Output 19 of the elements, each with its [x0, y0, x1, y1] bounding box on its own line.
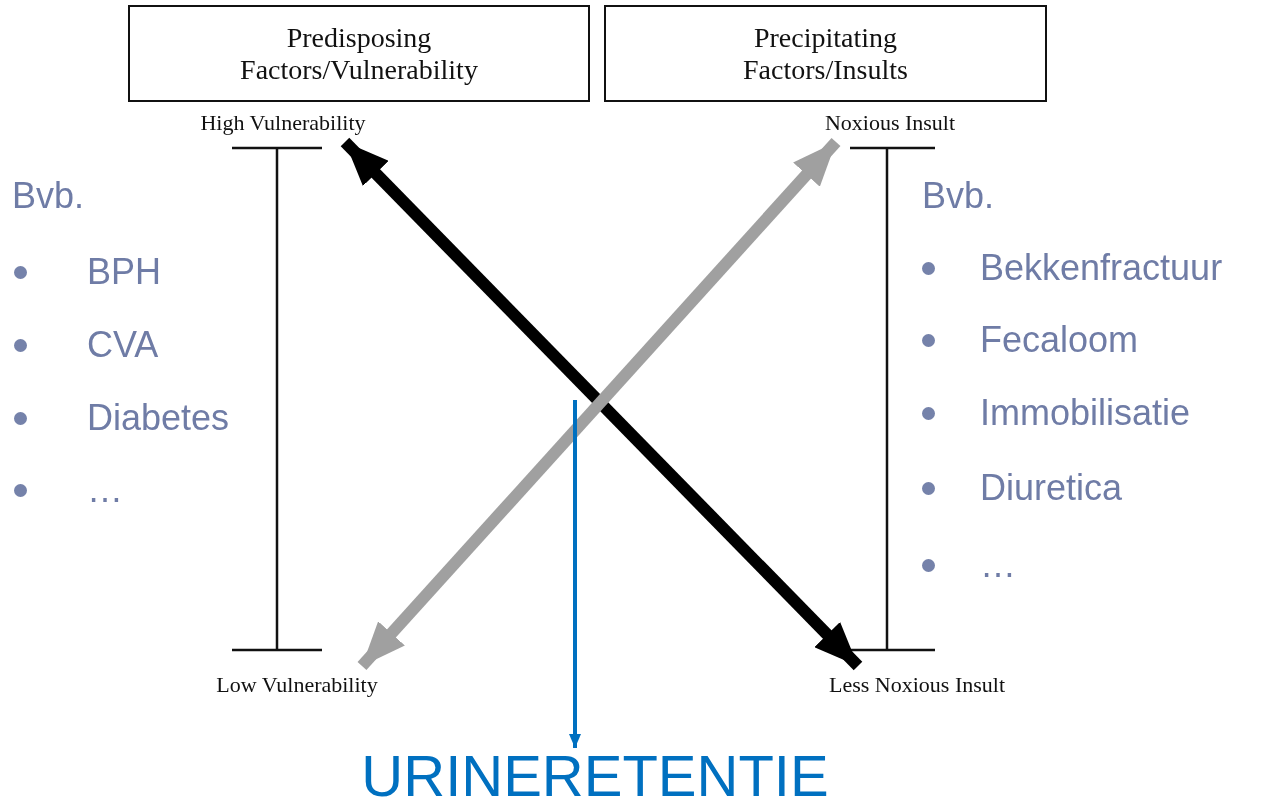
list-item: CVA — [87, 323, 159, 367]
outcome-label: URINERETENTIE — [330, 748, 860, 804]
list-item: Bekkenfractuur — [980, 246, 1223, 290]
list-item: Diabetes — [87, 396, 230, 440]
list-item: Fecaloom — [980, 318, 1139, 362]
arrow — [569, 400, 581, 748]
list-item: Immobilisatie — [980, 391, 1191, 435]
list-item: Bvb. — [922, 174, 995, 218]
list-item: BPH — [87, 250, 162, 294]
header-box: Predisposing Factors/Vulnerability — [128, 5, 590, 102]
header-box: Precipitating Factors/Insults — [604, 5, 1047, 102]
scale-label: Less Noxious Insult — [787, 666, 1047, 698]
scale-label: High Vulnerability — [163, 110, 403, 142]
list-item: Bvb. — [12, 174, 85, 218]
list-item: … — [87, 468, 123, 512]
scale-label: Noxious Insult — [790, 110, 990, 142]
list-item: … — [980, 543, 1016, 587]
scale-label: Low Vulnerability — [177, 666, 417, 698]
list-item: Diuretica — [980, 466, 1123, 510]
